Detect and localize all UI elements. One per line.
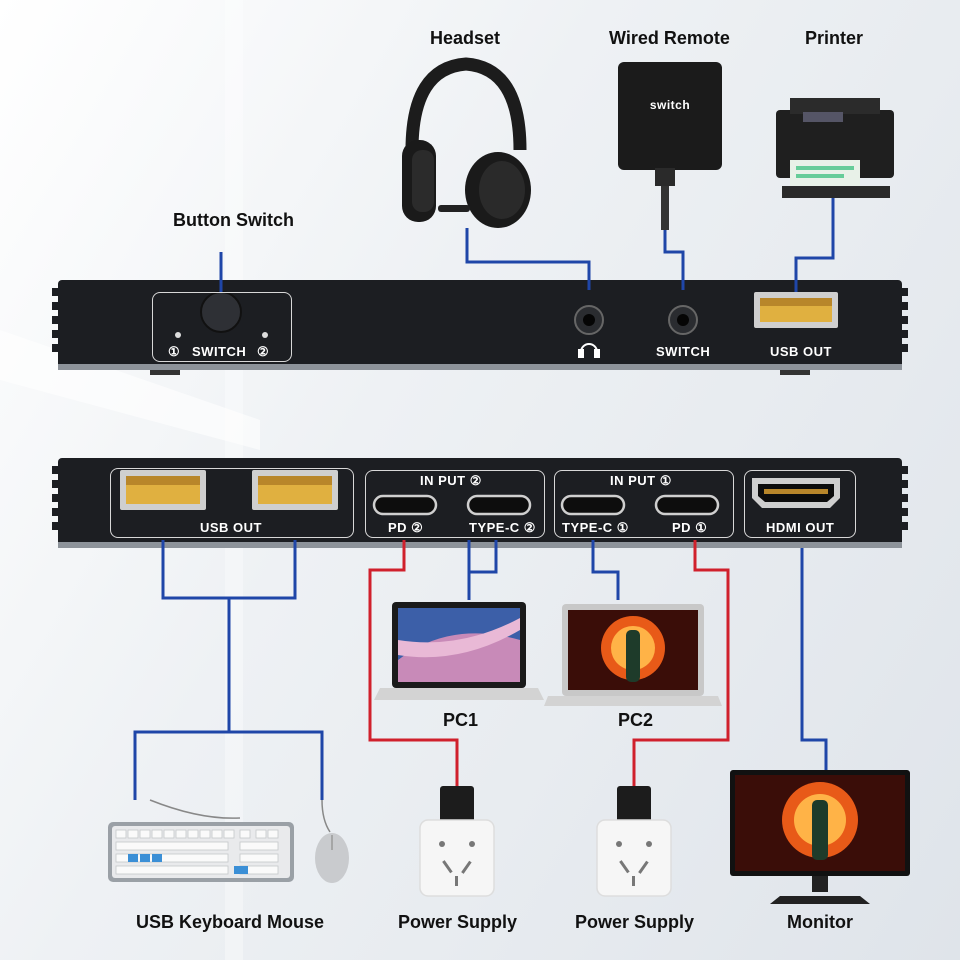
- input1-group-frame: [554, 470, 734, 538]
- hdmi-out-port[interactable]: [752, 478, 840, 508]
- switch-label: SWITCH: [192, 344, 247, 359]
- usb-out-label-bottom: USB OUT: [200, 520, 262, 535]
- headset-label: Headset: [430, 28, 501, 48]
- led-2: [262, 332, 268, 338]
- pd1-port[interactable]: [654, 494, 720, 516]
- usb-out-port-a[interactable]: [120, 470, 206, 510]
- pc2-label: PC2: [618, 710, 654, 730]
- usb-hub-cables: [133, 540, 828, 800]
- headset-image: [402, 57, 531, 228]
- printer-image: [776, 98, 894, 198]
- headset-icon: [578, 343, 600, 358]
- keyboard-image: [108, 822, 294, 882]
- power-socket-1: [419, 786, 495, 897]
- usb-keyboard-mouse-label: USB Keyboard Mouse: [136, 912, 325, 932]
- remote-jack-label: SWITCH: [656, 344, 711, 359]
- hdmi-out-label: HDMI OUT: [766, 520, 835, 535]
- monitor-label: Monitor: [787, 912, 853, 932]
- power-socket-2: [596, 786, 672, 897]
- port-2-marker: ②: [257, 344, 270, 359]
- pc1-label: PC1: [443, 710, 479, 730]
- led-1: [175, 332, 181, 338]
- input2-group-frame: [365, 470, 545, 538]
- usb-out-port-b[interactable]: [252, 470, 338, 510]
- power-supply-2-label: Power Supply: [575, 912, 695, 932]
- pd1-label: PD ①: [672, 520, 708, 535]
- typec2-label: TYPE-C ②: [469, 520, 536, 535]
- input2-label: IN PUT ②: [420, 473, 482, 488]
- wired-remote-label: Wired Remote: [609, 28, 730, 48]
- typec1-port[interactable]: [560, 494, 626, 516]
- top-cables: [219, 197, 835, 292]
- power-supply-1-label: Power Supply: [398, 912, 518, 932]
- usb-out-group-frame: [110, 468, 354, 538]
- usb-out-label-top: USB OUT: [770, 344, 832, 359]
- monitor-image: [730, 770, 910, 904]
- button-switch-label: Button Switch: [173, 210, 294, 230]
- hdmi-group-frame: [744, 470, 856, 538]
- power-cables: [368, 540, 730, 786]
- typec1-label: TYPE-C ①: [562, 520, 629, 535]
- input1-label: IN PUT ①: [610, 473, 672, 488]
- pd2-port[interactable]: [372, 494, 438, 516]
- pc1-laptop-image: [374, 602, 544, 700]
- remote-switch-text: switch: [649, 98, 691, 112]
- kvm-front-panel: [52, 280, 908, 375]
- port-1-marker: ①: [168, 344, 181, 359]
- mouse-image: [315, 799, 349, 883]
- button-switch-frame: [152, 292, 292, 362]
- printer-label: Printer: [805, 28, 864, 48]
- pd2-label: PD ②: [388, 520, 424, 535]
- wired-remote-image: [618, 62, 722, 230]
- pc2-laptop-image: [544, 604, 722, 706]
- typec2-port[interactable]: [466, 494, 532, 516]
